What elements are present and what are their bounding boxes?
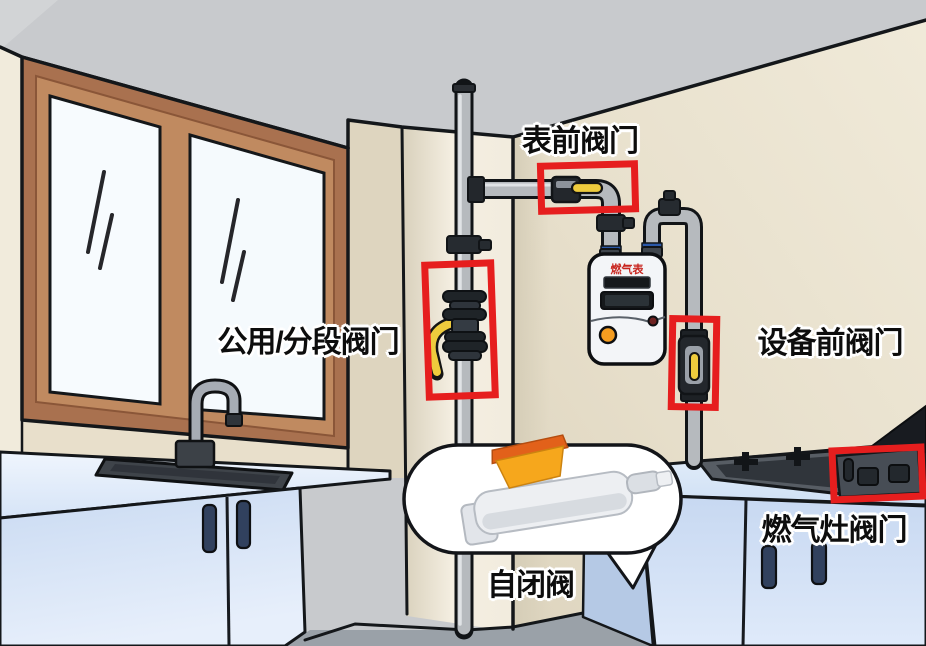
meter-front-valve [550,175,604,204]
sink-basin-inner [110,464,280,484]
pipe-bracket [596,214,626,232]
valve-cap-orange [494,445,565,489]
stove-lever [843,458,854,482]
valve-handle-yellow [570,181,604,195]
cabinet-handle [760,544,778,590]
valve-handle-yellow [427,319,456,376]
cabinet-handle [235,499,252,550]
valve-body-shade [482,493,627,530]
valve-nozzle-tip [655,470,674,488]
label-self-closing-valve: 自闭阀 [487,569,575,602]
stove-cabinet-front [638,493,926,646]
gas-meter: 燃气表 [587,246,667,366]
burner-grates [734,447,810,471]
stove-knob [888,464,910,483]
pipe-bracket-wing [622,217,635,229]
highlight-stove-valve [828,443,926,504]
cabinet-handle [201,503,218,554]
highlight-boxes [421,160,926,504]
label-meter-front-valve: 表前阀门 [522,125,639,158]
wall-mid-segment [348,120,407,478]
meter-brand-text: 燃气表 [610,262,645,276]
highlight-public-segment-valve [421,259,499,401]
cabinet-door-divider-left [225,496,231,646]
cabinet-door-divider-right [741,499,748,646]
ceiling [0,0,926,148]
stove-knob [857,467,879,486]
highlight-device-front-valve [667,315,721,411]
left-wall-strip [0,47,22,452]
cabinet-handle [810,540,828,586]
meter-button-orange [598,325,618,345]
faucet-spout [191,381,239,447]
sink-counter [0,378,392,646]
ceiling-corner [0,0,58,50]
faucet-base [174,439,216,469]
meter-display-inner [605,295,649,306]
tee-fitting [467,176,485,203]
label-stove-valve: 燃气灶阀门 [761,514,908,547]
riser-pipe-cap [452,83,476,93]
public-segment-valve [425,290,488,381]
label-public-segment-valve: 公用/分段阀门 [217,326,399,359]
valve-handle-yellow [689,352,700,381]
pipe-bracket-wing [663,190,676,201]
pipe-bracket-wing [478,239,492,251]
window-pane-right [188,133,326,421]
speech-bubble [402,434,683,590]
pipe-bracket [658,198,681,216]
sink-countertop [0,450,392,520]
pipe-bracket [446,235,482,254]
self-closing-valve-illustration [460,434,674,546]
window [20,55,350,450]
valve-cap-rim [491,434,569,465]
meter-display [603,276,651,289]
faucet-nozzle [225,413,243,427]
floor [285,613,650,646]
label-device-front-valve: 设备前阀门 [757,327,904,360]
meter-indicator-dot [647,315,659,327]
device-front-valve [677,329,711,402]
highlight-meter-front-valve [536,160,640,215]
glass-reflections [86,170,246,302]
